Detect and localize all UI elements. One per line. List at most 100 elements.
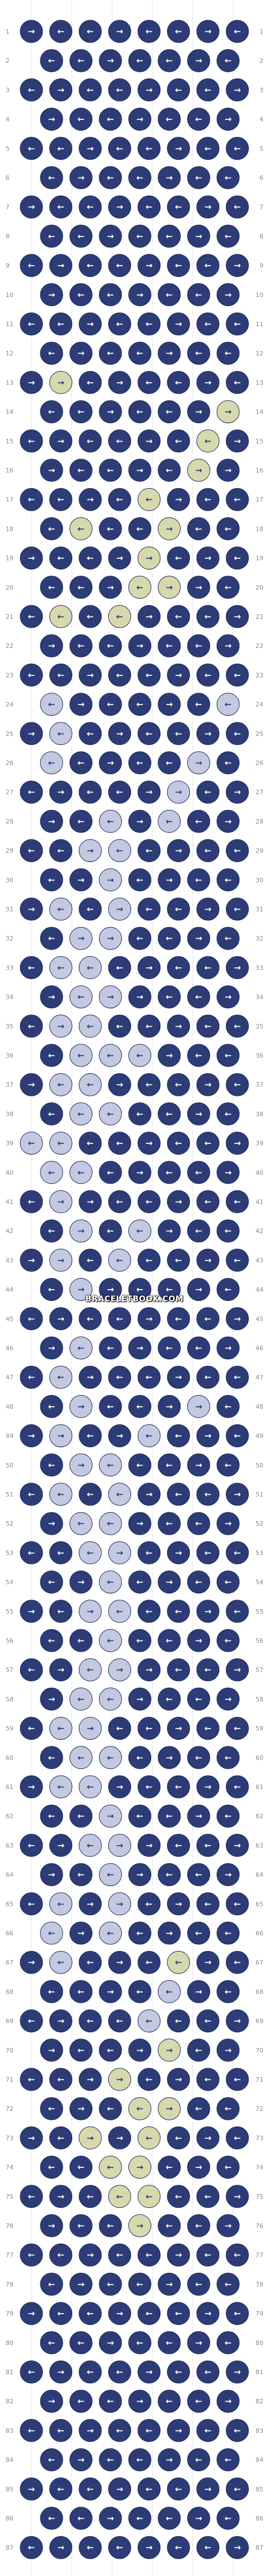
arrow-left-icon: ←	[57, 2074, 64, 2084]
row-number-left: 48	[6, 1403, 13, 1410]
row-number-left: 85	[6, 2486, 13, 2493]
knot-circle	[216, 2272, 240, 2296]
knot-circle	[49, 2009, 72, 2033]
knot-circle	[20, 1073, 43, 1096]
arrow-right-icon: →	[136, 114, 143, 124]
arrow-left-icon: ←	[225, 1753, 232, 1763]
knot: →	[137, 605, 161, 628]
knot-circle	[187, 634, 210, 657]
row-number-right: 10	[256, 291, 263, 299]
arrow-right-icon: →	[136, 465, 143, 475]
arrow-left-icon: ←	[87, 202, 94, 212]
knot-circle	[40, 2038, 63, 2062]
knot: ←	[157, 458, 181, 482]
knot-circle	[167, 2126, 190, 2149]
arrow-left-icon: ←	[107, 1226, 114, 1236]
knot: ←	[20, 254, 43, 277]
knot-circle	[226, 1073, 249, 1096]
knot: →	[196, 546, 220, 570]
knot-circle	[157, 1980, 181, 2003]
knot: →	[49, 78, 72, 101]
arrow-right-icon: →	[205, 1606, 212, 1616]
knot-circle	[20, 195, 43, 219]
knot-circle	[137, 2009, 161, 2033]
knot: ←	[49, 2243, 72, 2267]
row-number-left: 37	[6, 1081, 13, 1088]
knot: →	[157, 341, 181, 365]
knot-circle	[167, 956, 190, 979]
knot: ←	[167, 1775, 190, 1799]
knot: ←	[167, 195, 190, 219]
knot: →	[128, 283, 151, 307]
arrow-left-icon: ←	[146, 1021, 153, 1031]
arrow-left-icon: ←	[48, 1226, 55, 1236]
arrow-left-icon: ←	[234, 2425, 241, 2435]
knot-circle	[108, 1248, 131, 1272]
knot-circle	[196, 1950, 220, 1974]
knot-circle	[128, 2506, 151, 2530]
knot-circle	[49, 722, 72, 745]
knot: ←	[226, 839, 249, 863]
knot-circle	[108, 897, 131, 921]
knot-circle	[40, 341, 63, 365]
arrow-left-icon: ←	[234, 202, 241, 212]
knot: ←	[20, 780, 43, 804]
knot: →	[226, 254, 249, 277]
arrow-left-icon: ←	[146, 904, 153, 914]
knot-circle	[187, 517, 210, 540]
knot: ←	[167, 254, 190, 277]
arrow-right-icon: →	[28, 729, 35, 739]
arrow-left-icon: ←	[136, 407, 143, 417]
knot: ←	[69, 751, 92, 775]
knot-circle	[69, 1804, 92, 1828]
knot-circle	[40, 2272, 63, 2296]
knot: ←	[78, 78, 102, 101]
knot-circle	[137, 254, 161, 277]
knot: ←	[69, 809, 92, 833]
knot: →	[137, 1132, 161, 1155]
row-number-right: 16	[256, 467, 263, 474]
arrow-left-icon: ←	[146, 1957, 153, 1967]
knot-circle	[108, 1307, 131, 1331]
arrow-right-icon: →	[136, 992, 143, 1002]
knot-circle	[157, 1863, 181, 1887]
knot: ←	[196, 1365, 220, 1389]
knot-circle	[20, 2068, 43, 2091]
arrow-left-icon: ←	[234, 494, 241, 504]
knot: ←	[226, 2126, 249, 2149]
arrow-right-icon: →	[195, 2338, 202, 2348]
knot-circle	[167, 1014, 190, 1038]
knot-circle	[187, 1804, 210, 1828]
arrow-right-icon: →	[116, 1840, 123, 1850]
knot: →	[226, 1833, 249, 1857]
arrow-left-icon: ←	[116, 787, 123, 797]
knot-circle	[78, 605, 102, 628]
row-number-right: 35	[256, 1023, 263, 1030]
arrow-left-icon: ←	[146, 1606, 153, 1616]
knot: ←	[20, 312, 43, 336]
row-number-left: 75	[6, 2193, 13, 2200]
knot-circle	[157, 1629, 181, 1652]
arrow-left-icon: ←	[107, 641, 114, 651]
arrow-right-icon: →	[28, 1606, 35, 1616]
knot: ←	[78, 1073, 102, 1096]
knot-circle	[49, 78, 72, 101]
knot-circle	[196, 488, 220, 511]
knot: ←	[69, 400, 92, 424]
arrow-left-icon: ←	[116, 1255, 123, 1265]
knot-circle	[128, 1629, 151, 1652]
arrow-left-icon: ←	[205, 846, 212, 856]
knot: ←	[216, 2331, 240, 2355]
row-number-left: 8	[6, 233, 10, 240]
arrow-left-icon: ←	[57, 1079, 64, 1090]
knot: →	[187, 1629, 210, 1652]
row-number-left: 25	[6, 730, 13, 738]
knot: ←	[49, 2477, 72, 2501]
arrow-left-icon: ←	[48, 1109, 55, 1119]
knot: →	[157, 1394, 181, 1418]
knot-circle	[49, 254, 72, 277]
knot-circle	[157, 283, 181, 307]
knot: →	[128, 1161, 151, 1184]
arrow-left-icon: ←	[195, 173, 202, 183]
knot-circle	[196, 546, 220, 570]
